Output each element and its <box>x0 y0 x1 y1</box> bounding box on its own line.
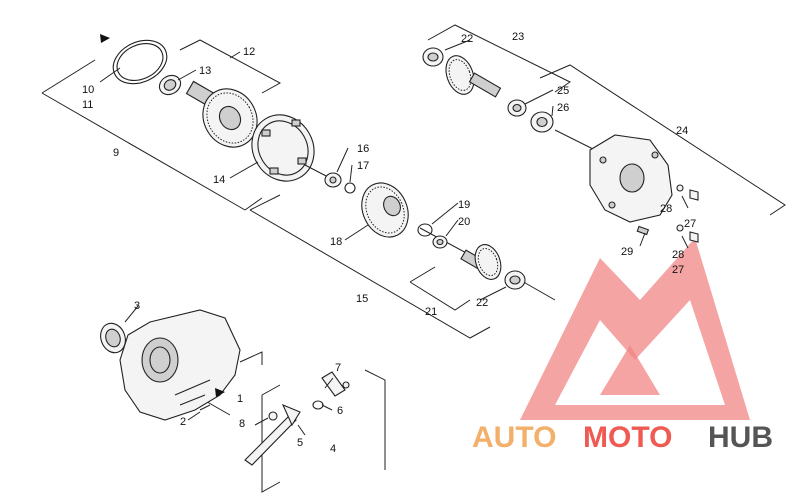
callout-22-lower: 22 <box>476 297 488 309</box>
callout-10: 10 <box>82 84 94 96</box>
callout-15: 15 <box>356 293 368 305</box>
snap-ring <box>100 34 168 85</box>
seal-3 <box>100 322 126 354</box>
watermark-triangle-inner <box>555 300 725 405</box>
callout-22-upper: 22 <box>461 33 473 45</box>
bracket-23 <box>427 24 571 93</box>
watermark-moto: MOTO <box>583 421 672 454</box>
callout-28-upper: 28 <box>660 203 672 215</box>
callout-29: 29 <box>621 246 633 258</box>
bearing-22-upper <box>422 47 444 67</box>
callout-17: 17 <box>357 160 369 172</box>
gear-shaft-23 <box>445 55 502 98</box>
watermark-triangle-core <box>600 345 660 395</box>
bearing-13 <box>158 74 182 96</box>
callout-7: 7 <box>335 362 341 374</box>
clutch-basket <box>251 114 315 182</box>
watermark-logo <box>520 238 750 420</box>
housing-1 <box>119 309 241 421</box>
bracket-9 <box>41 59 263 211</box>
callout-21: 21 <box>425 306 437 318</box>
arrow-marker-top <box>100 34 110 43</box>
callout-8: 8 <box>239 418 245 430</box>
callout-18: 18 <box>330 236 342 248</box>
callout-28-lower: 28 <box>672 249 684 261</box>
callout-11: 11 <box>82 99 93 111</box>
watermark-hub: HUB <box>708 421 773 454</box>
watermark-auto: AUTO <box>472 421 556 454</box>
callout-14: 14 <box>213 174 225 186</box>
bearing-25-26 <box>507 99 554 133</box>
bracket-21 <box>409 266 471 311</box>
callout-26: 26 <box>557 102 569 114</box>
callout-13: 13 <box>199 65 211 77</box>
callout-24: 24 <box>676 125 688 137</box>
output-drum <box>185 80 258 148</box>
callout-6: 6 <box>337 405 343 417</box>
callout-4: 4 <box>330 443 336 455</box>
axis-line-upper <box>554 129 596 151</box>
watermark-text: AUTO MOTO HUB <box>472 421 773 454</box>
washer-19-20 <box>417 223 448 249</box>
callout-5: 5 <box>297 437 303 449</box>
arrow-marker-bottom <box>215 388 225 397</box>
bolts-27-28 <box>636 184 699 243</box>
clutch-pack <box>361 182 409 238</box>
callout-16: 16 <box>357 143 369 155</box>
callout-1: 1 <box>237 393 243 405</box>
callout-12: 12 <box>243 46 255 58</box>
callout-20: 20 <box>458 216 470 228</box>
shift-shaft <box>244 371 350 466</box>
leader-lines <box>99 39 689 436</box>
bracket-4 <box>261 369 386 493</box>
callout-27-upper: 27 <box>684 218 696 230</box>
callout-19: 19 <box>458 199 470 211</box>
callout-3: 3 <box>134 300 140 312</box>
callout-9: 9 <box>113 147 119 159</box>
callout-27-lower: 27 <box>672 264 684 276</box>
callout-2: 2 <box>180 416 186 428</box>
bracket-24 <box>539 64 786 216</box>
callout-23: 23 <box>512 31 524 43</box>
callout-labels: 1 2 3 4 5 6 7 8 9 10 11 12 13 14 15 16 1… <box>82 31 696 455</box>
bracket-12 <box>179 39 282 94</box>
gear-21 <box>460 244 502 280</box>
bearing-22-lower <box>504 270 526 290</box>
cover-24 <box>589 134 673 223</box>
bracket-15 <box>249 194 491 339</box>
washer-16-17 <box>324 172 356 194</box>
callout-25: 25 <box>557 85 569 97</box>
